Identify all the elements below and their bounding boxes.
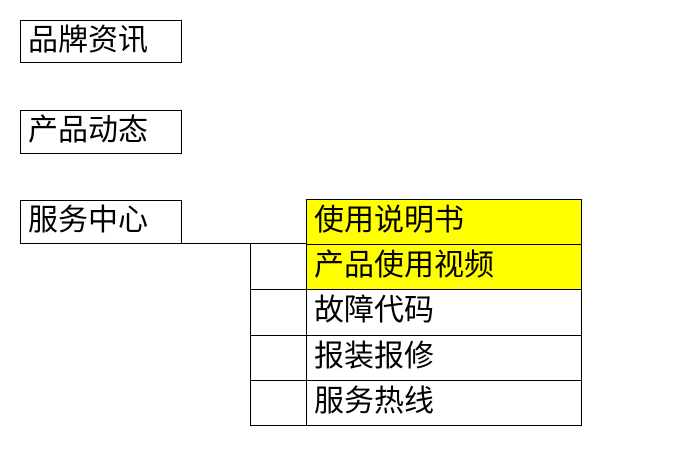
nav-item-brand-news[interactable]: 品牌资讯 [20,20,182,63]
submenu-item-label: 报装报修 [314,339,434,374]
submenu-item-label: 服务热线 [314,384,434,419]
submenu-item-label: 故障代码 [314,293,434,328]
submenu-left-divider [250,289,307,290]
submenu-left-divider [250,335,307,336]
nav-item-label: 服务中心 [28,203,148,238]
submenu-item-label: 使用说明书 [314,203,464,238]
submenu-left-column [250,243,307,426]
submenu-item-product-video[interactable]: 产品使用视频 [306,244,582,290]
submenu-item-service-hotline[interactable]: 服务热线 [306,380,582,426]
nav-item-product-news[interactable]: 产品动态 [20,110,182,154]
submenu-connector-line [20,243,307,244]
nav-item-label: 品牌资讯 [28,23,148,58]
nav-item-service-center[interactable]: 服务中心 [20,200,182,244]
submenu-item-install-repair[interactable]: 报装报修 [306,335,582,381]
submenu-item-label: 产品使用视频 [314,248,494,283]
nav-item-label: 产品动态 [28,113,148,148]
submenu-item-error-codes[interactable]: 故障代码 [306,289,582,336]
submenu-item-user-manual[interactable]: 使用说明书 [306,199,582,245]
submenu-left-divider [250,380,307,381]
